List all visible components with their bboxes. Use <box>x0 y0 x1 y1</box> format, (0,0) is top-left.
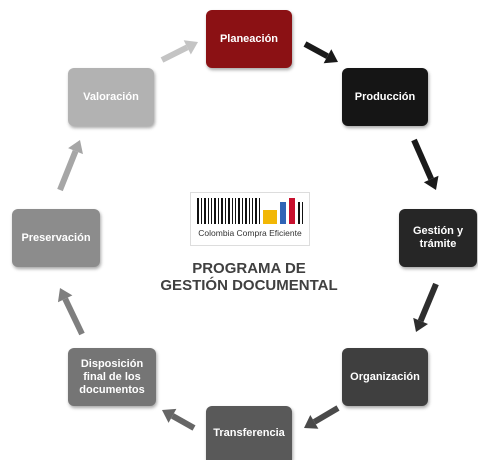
node-transferencia: Transferencia <box>206 406 292 460</box>
logo-bar <box>255 198 257 224</box>
logo-text: Colombia Compra Eficiente <box>198 228 302 238</box>
logo-bar <box>204 198 206 224</box>
logo-bar <box>235 198 236 224</box>
node-organizacion: Organización <box>342 348 428 406</box>
logo-blue-bar <box>280 202 286 224</box>
logo-bar <box>242 198 243 224</box>
logo-bar <box>208 198 209 224</box>
logo-bar <box>211 198 212 224</box>
arrow-organizacion-to-transferencia <box>304 405 340 429</box>
node-produccion: Producción <box>342 68 428 126</box>
arrow-preservacion-to-valoracion <box>57 140 83 192</box>
logo-bar <box>201 198 202 224</box>
node-planeacion: Planeación <box>206 10 292 68</box>
logo-bar <box>232 198 233 224</box>
logo-bar <box>249 198 250 224</box>
node-preservacion: Preservación <box>12 209 100 267</box>
arrow-produccion-to-gestion <box>411 138 439 190</box>
logo-bar <box>252 198 253 224</box>
arrow-planeacion-to-produccion <box>303 41 338 64</box>
logo-bar <box>214 198 216 224</box>
logo-yellow-square <box>263 210 277 224</box>
logo-bar <box>197 198 199 224</box>
arrow-disposicion-to-preservacion <box>57 288 85 336</box>
logo-bar <box>221 198 223 224</box>
logo-bar <box>225 198 226 224</box>
arrow-gestion-to-organizacion <box>413 282 439 332</box>
logo-bar <box>228 198 230 224</box>
logo-bar <box>259 198 260 224</box>
node-disposicion-final: Disposición final de los documentos <box>68 348 156 406</box>
program-title-line-2: GESTIÓN DOCUMENTAL <box>160 277 338 294</box>
node-gestion-y-tramite: Gestión y trámite <box>399 209 477 267</box>
arrow-valoracion-to-planeacion <box>160 40 198 63</box>
program-title-line-1: PROGRAMA DE <box>192 260 306 277</box>
logo-bar <box>302 202 303 224</box>
logo-red-bar <box>289 198 295 224</box>
logo-bar <box>218 198 219 224</box>
logo-bar <box>238 198 240 224</box>
logo-bar <box>298 202 300 224</box>
arrow-transferencia-to-disposicion <box>162 408 196 431</box>
logo-bar <box>245 198 247 224</box>
node-valoracion: Valoración <box>68 68 154 126</box>
program-title: PROGRAMA DE GESTIÓN DOCUMENTAL <box>130 260 368 294</box>
colombia-compra-eficiente-logo: Colombia Compra Eficiente <box>190 192 310 246</box>
